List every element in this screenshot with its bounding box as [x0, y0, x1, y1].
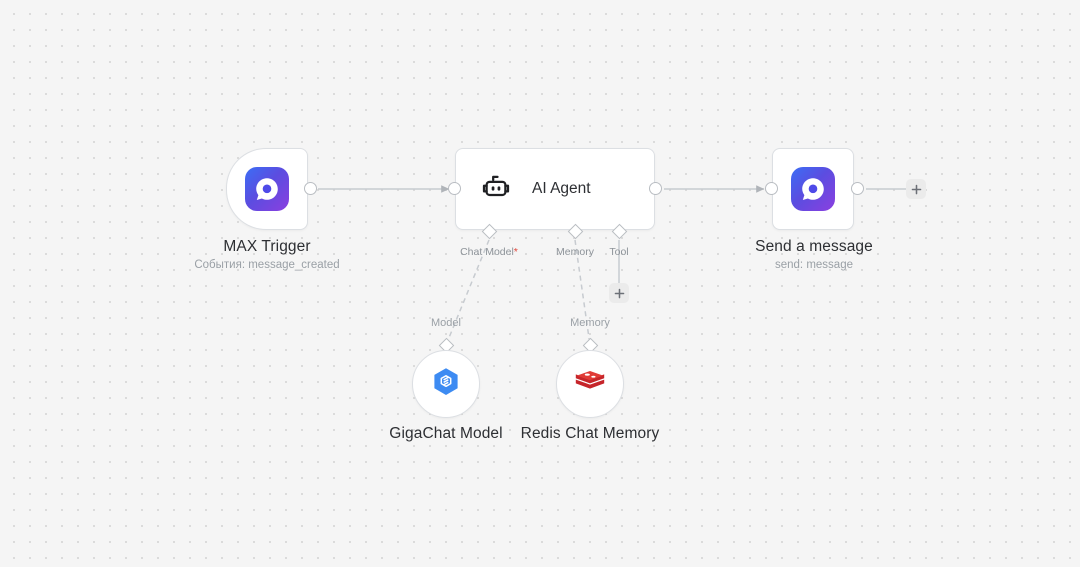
- trigger-output-port[interactable]: [304, 182, 317, 195]
- required-asterisk: *: [513, 246, 518, 258]
- agent-input-port[interactable]: [448, 182, 461, 195]
- caption-gigachat-model: GigaChat Model: [346, 425, 546, 443]
- max-logo-icon: [791, 167, 835, 211]
- caption-max-trigger: MAX Trigger События: message_created: [167, 238, 367, 271]
- send-message-icon-wrap: [773, 149, 853, 229]
- agent-port-memory-label: Memory: [556, 246, 594, 258]
- node-gigachat-model[interactable]: [412, 350, 480, 418]
- caption-redis-chat-memory: Redis Chat Memory: [490, 425, 690, 443]
- gigachat-model-title: GigaChat Model: [389, 425, 503, 442]
- robot-icon: [480, 172, 512, 207]
- node-max-trigger[interactable]: [226, 148, 308, 230]
- gigachat-connector-label: Model: [431, 317, 461, 329]
- send-message-input-port[interactable]: [765, 182, 778, 195]
- agent-port-chat-model-label: Chat Model*: [460, 246, 518, 258]
- gigachat-hexagon-icon: [432, 367, 460, 402]
- node-redis-chat-memory[interactable]: [556, 350, 624, 418]
- caption-send-a-message: Send a message send: message: [714, 238, 914, 271]
- node-send-a-message[interactable]: [772, 148, 854, 230]
- agent-port-tool-label: Tool: [609, 246, 629, 258]
- send-message-subtitle: send: message: [775, 259, 853, 271]
- agent-output-port[interactable]: [649, 182, 662, 195]
- max-trigger-title: MAX Trigger: [223, 238, 311, 255]
- max-trigger-icon-wrap: [227, 149, 307, 229]
- max-trigger-subtitle: События: message_created: [194, 259, 340, 271]
- send-message-title: Send a message: [755, 238, 873, 255]
- max-logo-icon: [245, 167, 289, 211]
- node-ai-agent[interactable]: AI Agent: [455, 148, 655, 230]
- redis-stack-icon: [573, 368, 607, 401]
- ai-agent-title: AI Agent: [532, 180, 591, 197]
- redis-chat-memory-title: Redis Chat Memory: [520, 425, 660, 442]
- add-tool-button[interactable]: [609, 283, 629, 303]
- redis-connector-label: Memory: [570, 317, 610, 329]
- add-next-node-button[interactable]: [906, 179, 926, 199]
- send-message-output-port[interactable]: [851, 182, 864, 195]
